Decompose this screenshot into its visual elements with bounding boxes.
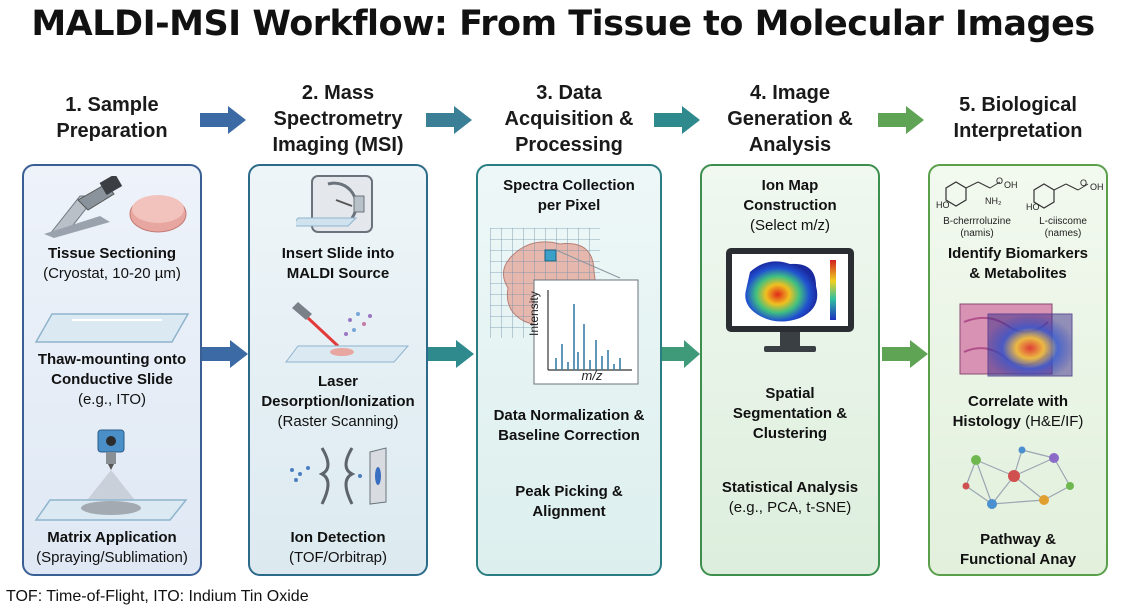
ion-detector-icon [290, 447, 387, 505]
pixel-grid-spectrum-icon [490, 228, 639, 385]
nh2-label: NH₂ [985, 196, 1002, 206]
step-5-heading: 5. Biological Interpretation [953, 94, 1083, 142]
mid-arrow-4-icon [882, 340, 928, 368]
top-arrow-4-icon [878, 106, 924, 134]
mid-arrow-3-icon [658, 340, 700, 368]
o-label-2: O [1080, 178, 1088, 188]
histology-label: Correlate with Histology (H&E/IF) [952, 393, 1084, 430]
peak-picking-label: Peak Picking & Alignment [515, 483, 623, 520]
mid-arrow-2-icon [428, 340, 474, 368]
step-1-heading: 1. Sample Preparation [56, 94, 168, 142]
laser-desorption-icon [285, 302, 410, 363]
top-arrow-2-icon [426, 106, 472, 134]
o-label-1: O [996, 176, 1004, 186]
step-4-heading: 4. Image Generation & Analysis [727, 82, 853, 156]
panel-image-generation [700, 164, 880, 576]
ion-map-label: Ion Map Construction (Select m/z) [743, 177, 837, 234]
footnote: TOF: Time-of-Flight, ITO: Indium Tin Oxi… [6, 588, 309, 605]
laser-desorption-label: Laser Desorption/Ionization (Raster Scan… [261, 373, 415, 430]
pathway-label: Pathway & Functional Anay [959, 531, 1077, 568]
spectra-collection-label: Spectra Collection per Pixel [503, 177, 635, 214]
tissue-sectioning-label: Tissue Sectioning (Cryostat, 10-20 µm) [43, 245, 181, 282]
top-arrow-3-icon [654, 106, 700, 134]
statistical-analysis-label: Statistical Analysis (e.g., PCA, t-SNE) [721, 479, 859, 516]
matrix-sprayer-icon [34, 429, 188, 521]
top-arrow-1-icon [200, 106, 246, 134]
oh-label-1: OH [1004, 180, 1018, 190]
molecule-2-name: L-ciiscome (names) [1039, 216, 1087, 239]
segmentation-label: Spatial Segmentation & Clustering [732, 385, 848, 442]
ion-map-monitor-icon [726, 248, 854, 352]
molecule-1-name: B-cherrroluzine (namis) [943, 216, 1011, 239]
histology-overlay-icon [959, 303, 1073, 377]
spectrum-xlabel: m/z [581, 368, 603, 383]
ho-label-1: HO [936, 200, 950, 210]
glass-slide-icon [34, 313, 190, 343]
biomarkers-label: Identify Biomarkers & Metabolites [947, 245, 1089, 282]
matrix-application-label: Matrix Application (Spraying/Sublimation… [36, 529, 188, 566]
spectrum-ylabel: Intensity [527, 291, 541, 336]
maldi-source-icon [296, 175, 373, 233]
insert-slide-label: Insert Slide into MALDI Source [281, 245, 395, 282]
pathway-network-icon [962, 446, 1074, 509]
mid-arrow-1-icon [202, 340, 248, 368]
ion-detection-label: Ion Detection (TOF/Orbitrap) [288, 529, 388, 566]
step-3-heading: 3. Data Acquisition & Processing [504, 82, 634, 156]
page-title: MALDI-MSI Workflow: From Tissue to Molec… [31, 4, 1095, 44]
cryostat-tissue-icon [44, 176, 187, 238]
thaw-mounting-label: Thaw-mounting onto Conductive Slide (e.g… [37, 351, 187, 408]
ho-label-2: HO [1026, 202, 1040, 212]
oh-label-2: OH [1090, 182, 1104, 192]
step-2-heading: 2. Mass Spectrometry Imaging (MSI) [272, 82, 404, 156]
molecule-structures-icon [945, 181, 1089, 209]
normalization-label: Data Normalization & Baseline Correction [493, 407, 645, 444]
